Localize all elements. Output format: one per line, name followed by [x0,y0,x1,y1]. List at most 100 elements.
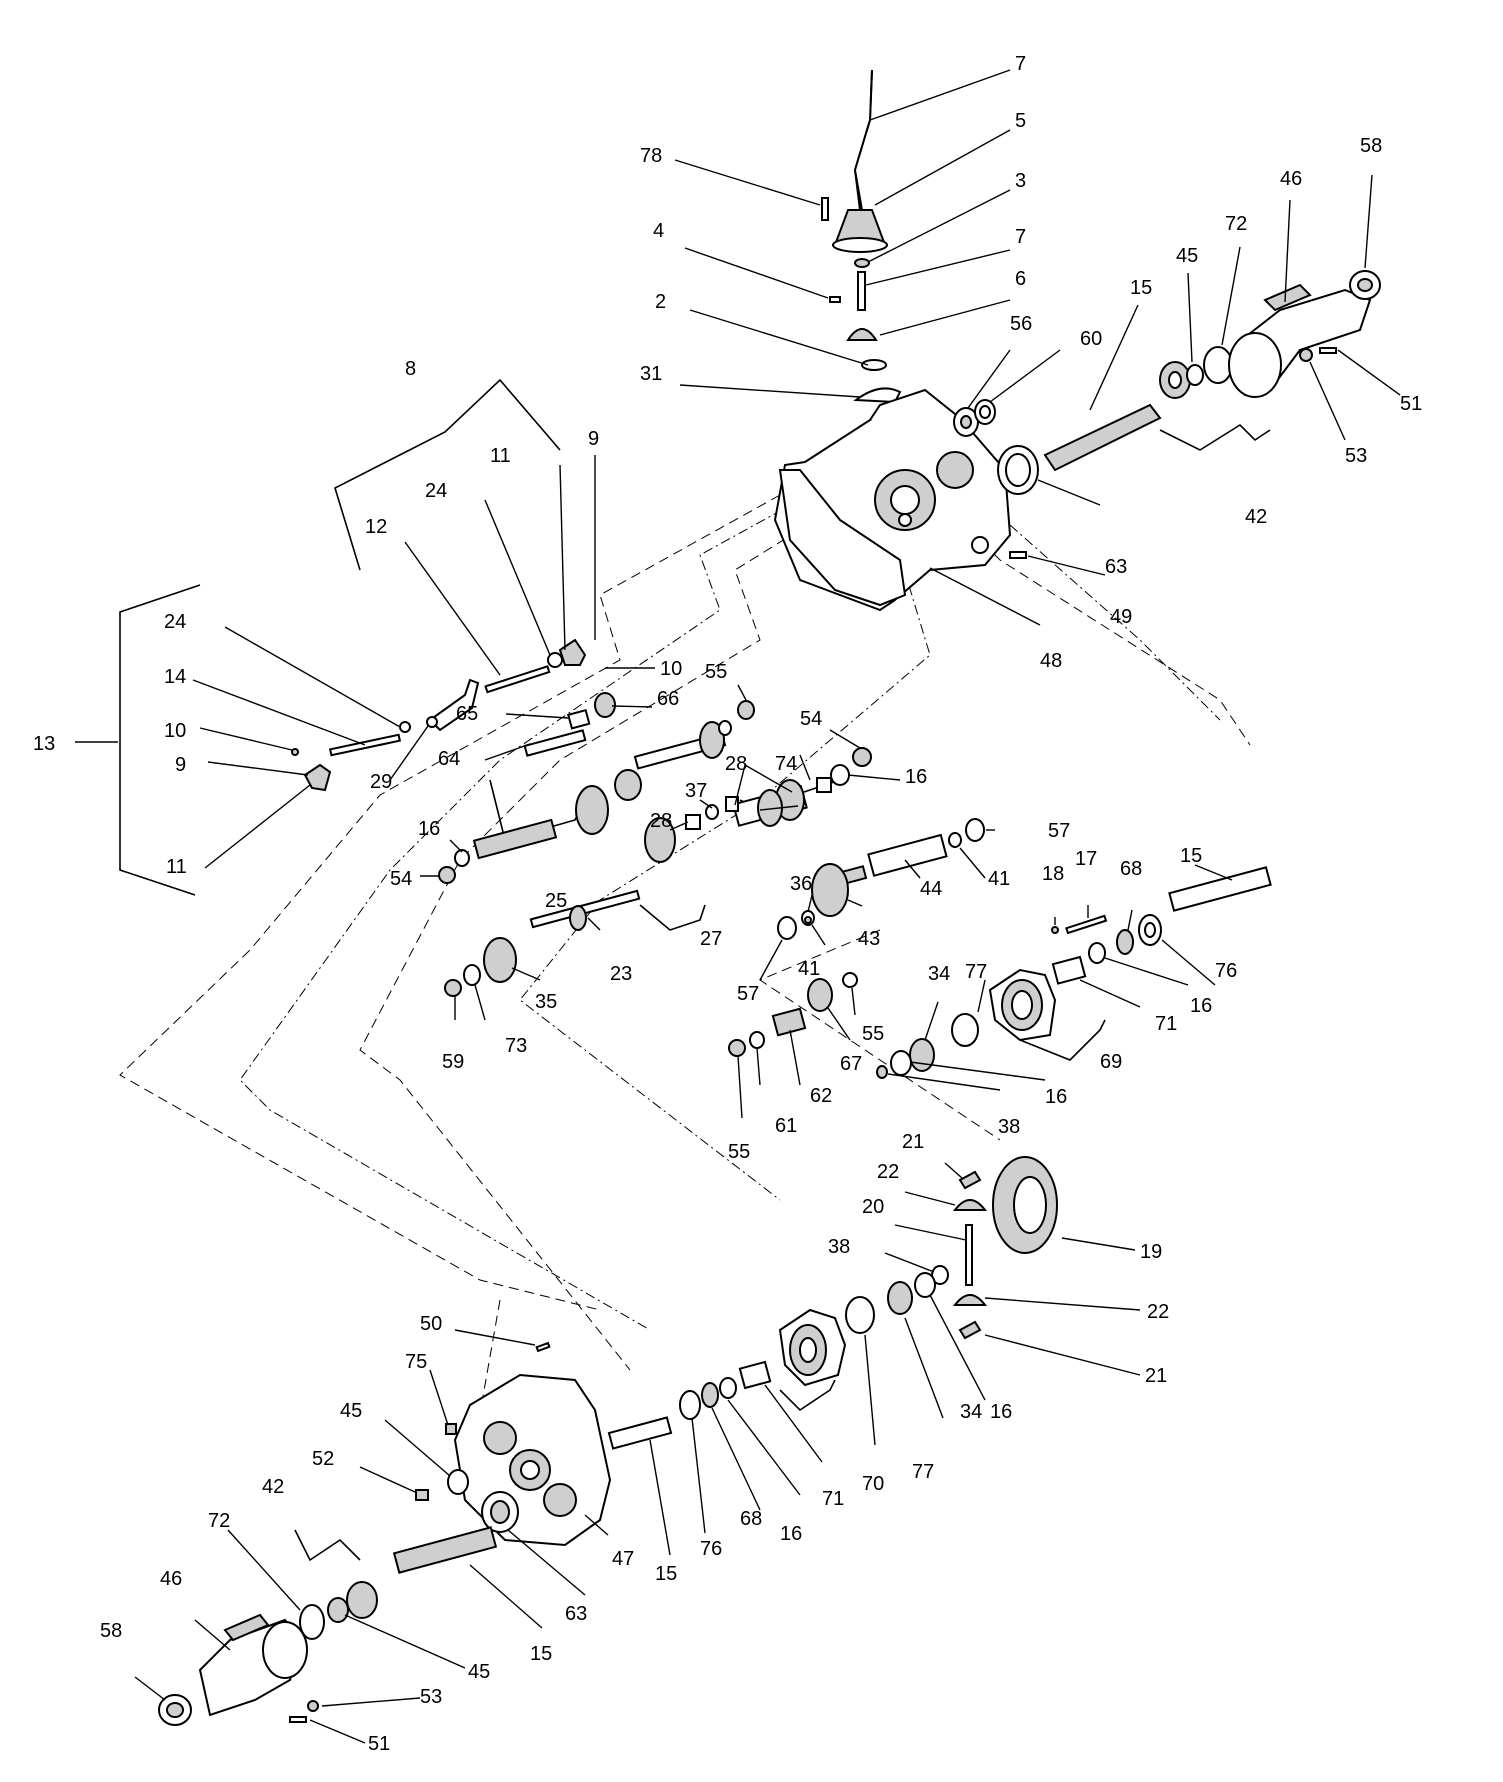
collar-29 [426,716,438,728]
ball-10 [291,748,299,756]
bearing-55a [737,700,755,720]
callout-11a: 11 [490,445,511,467]
callout-3: 3 [1015,170,1026,192]
washer-16b [454,849,470,867]
callout-16b: 16 [418,818,440,840]
gear-68b [701,1382,719,1408]
callout-9a: 9 [588,428,599,450]
callout-75: 75 [405,1351,427,1373]
gear-23-pinion [569,905,587,931]
bearing-42-top [1159,361,1191,399]
shaft-7 [857,271,866,311]
differential-case-69 [988,968,1057,1042]
callout-68a: 68 [1120,858,1142,880]
bearing-76b [679,1390,701,1420]
callout-68b: 68 [740,1508,762,1530]
callout-16f: 16 [780,1523,802,1545]
callout-17: 17 [1075,848,1097,870]
callout-58a: 58 [1360,135,1382,157]
callout-22a: 22 [877,1161,899,1183]
bearing-55c [728,1039,746,1057]
gear-34a [909,1038,935,1072]
gear-27 [644,817,676,863]
bolt-51b [289,1716,307,1723]
axle-15-lower [392,1526,498,1574]
gear-66 [594,692,616,718]
callout-63a: 63 [1105,556,1127,578]
spacer-71b [738,1360,772,1390]
bearing-56 [953,407,979,437]
callout-37: 37 [685,780,707,802]
bearing-42b [346,1581,378,1619]
spacer-28a [816,777,832,793]
pin-50 [535,1341,551,1353]
callout-15c: 15 [655,1563,677,1585]
shift-fork-11-top [558,638,587,666]
callout-62: 62 [810,1085,832,1107]
ring-38a [876,1065,888,1079]
callout-15d: 15 [530,1643,552,1665]
pin-20 [965,1224,973,1286]
callout-71b: 71 [822,1488,844,1510]
assembly-flow-lines [119,489,1251,1471]
callout-44: 44 [920,878,942,900]
callout-49: 49 [1110,606,1132,628]
callout-22b: 22 [1147,1301,1169,1323]
fork-11-left [303,763,332,792]
callout-70: 70 [862,1473,884,1495]
gear-68-top [1116,929,1134,955]
bearing-54b [438,866,456,884]
callout-16d: 16 [1045,1086,1067,1108]
seal-58-top [1349,270,1381,300]
spacer-71a [1051,955,1087,985]
callout-34a: 34 [928,963,950,985]
spacer-28c [725,796,739,812]
callout-41b: 41 [798,958,820,980]
bearing-76-top [1138,914,1162,946]
callout-67: 67 [840,1053,862,1075]
callout-59: 59 [442,1051,464,1073]
callout-14: 14 [164,666,186,688]
callout-57b: 57 [737,983,759,1005]
callout-47: 47 [612,1548,634,1570]
washer-41a [948,832,962,848]
callout-69: 69 [1100,1051,1122,1073]
axle-15-top [1043,403,1162,472]
washer-3 [854,258,870,268]
washer-16c [1088,942,1106,964]
gear-upper-cluster [614,721,725,801]
washer-16a [830,764,850,786]
callout-53a: 53 [1345,445,1367,467]
callout-5: 5 [1015,110,1026,132]
ring-72b [299,1604,325,1640]
bearing-59 [444,979,462,997]
callout-42a: 42 [1245,506,1267,528]
washer-45-top [1186,364,1204,386]
nut-75 [445,1423,457,1435]
callout-53b: 53 [420,1686,442,1708]
callout-16c: 16 [1190,995,1212,1017]
washer-16e [914,1272,936,1298]
nut-53-top [1299,348,1313,362]
gear-22b [952,1294,988,1306]
callout-13: 13 [33,733,55,755]
callout-15a: 15 [1130,277,1152,299]
callout-16e: 16 [990,1401,1012,1423]
callout-55b: 55 [862,1023,884,1045]
callout-4: 4 [653,220,664,242]
callout-10b: 10 [164,720,186,742]
callout-65: 65 [456,703,478,725]
washer-16d [890,1050,912,1076]
block-21b [958,1320,982,1340]
differential-case-70 [778,1308,847,1387]
gear-67 [807,978,833,1012]
callout-2: 2 [655,291,666,313]
callout-16a: 16 [905,766,927,788]
pin-18 [1051,926,1059,934]
washer-45b [447,1469,469,1495]
callout-50: 50 [420,1313,442,1335]
washer-near-74 [718,720,732,736]
callout-74: 74 [775,753,797,775]
bearing-63-top [997,445,1039,495]
